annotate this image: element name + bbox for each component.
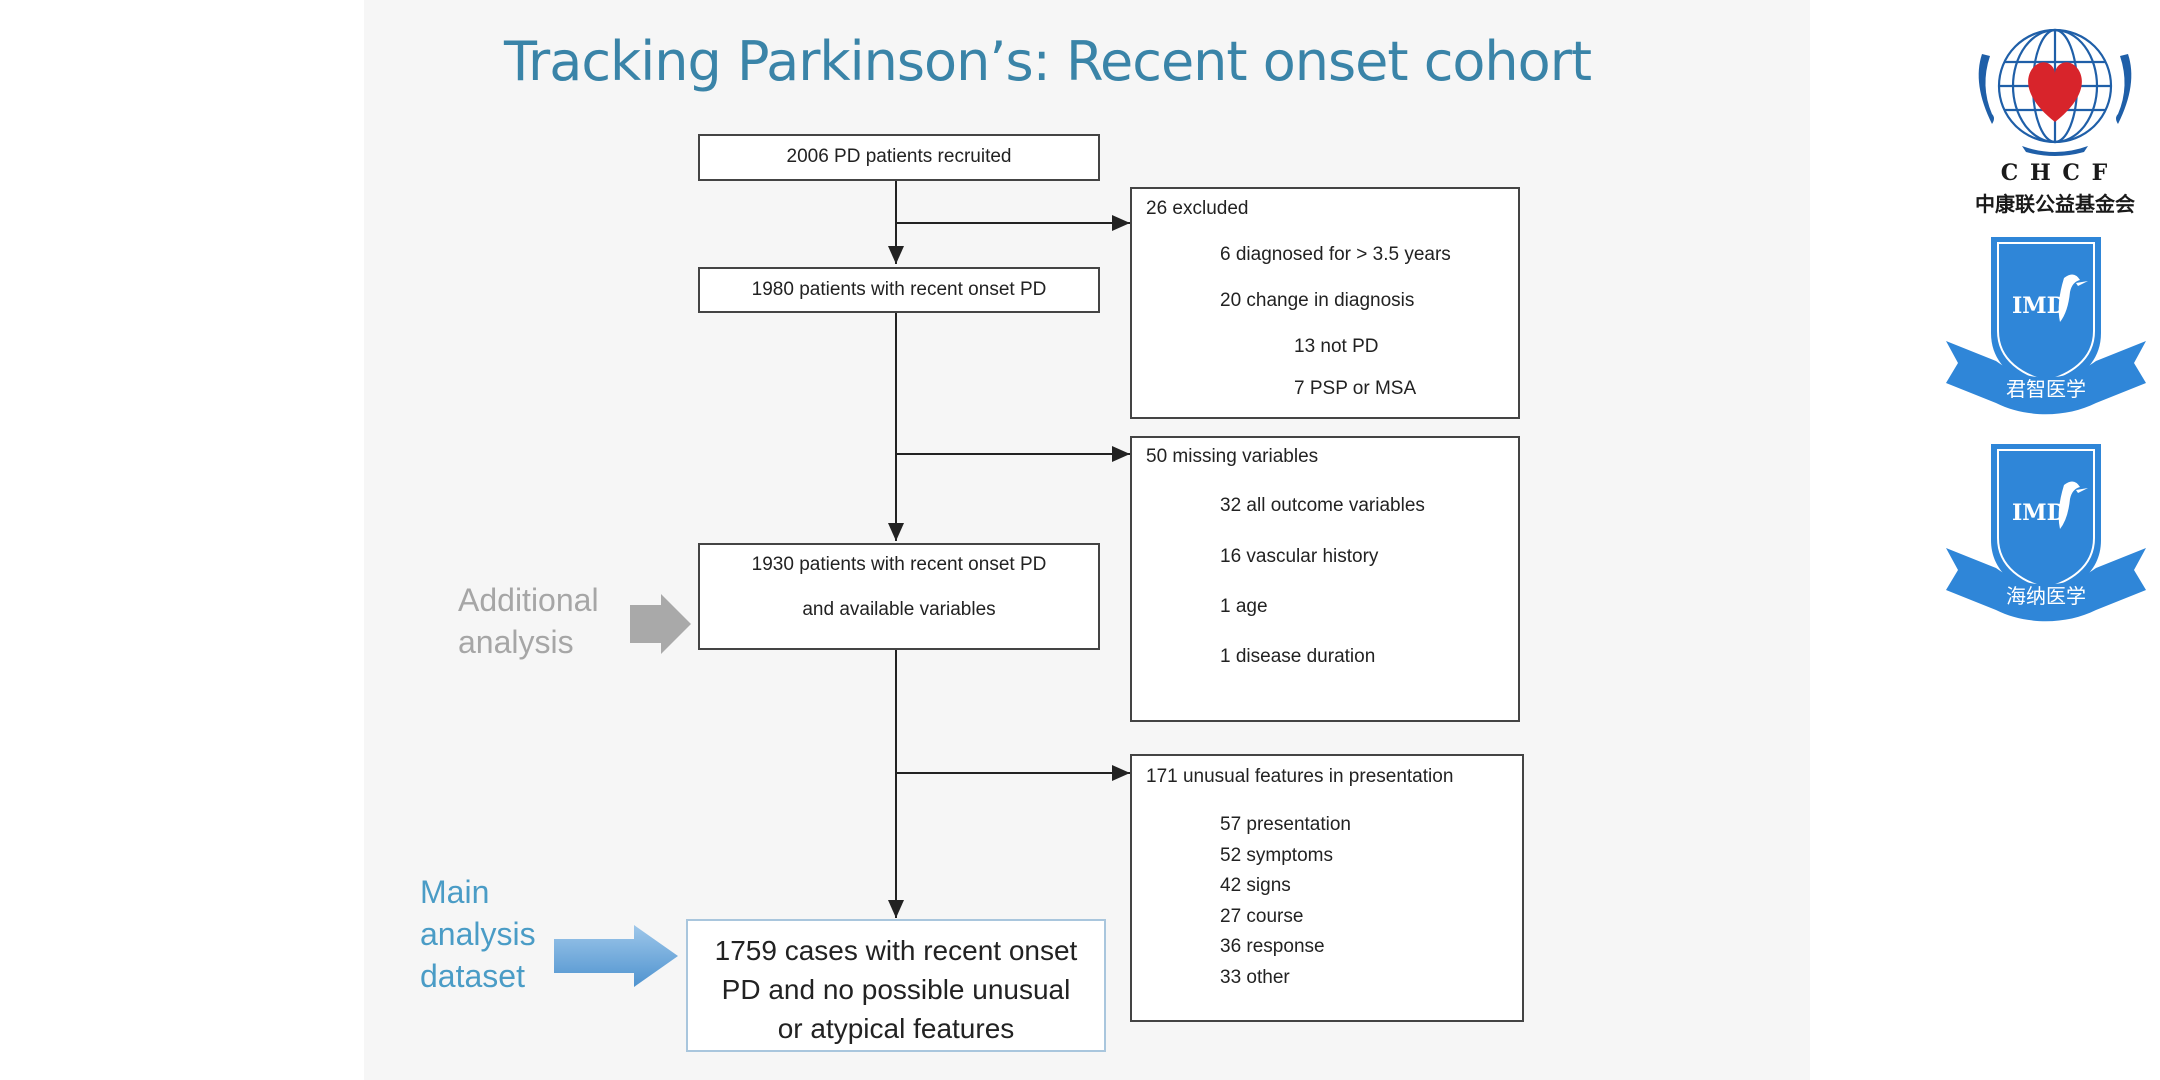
recruited-label: 2006 PD patients recruited bbox=[786, 146, 1012, 167]
main-dataset-box: 1759 cases with recent onset PD and no p… bbox=[686, 919, 1106, 1052]
missing-item: 16 vascular history bbox=[1220, 546, 1379, 567]
imd-label: IMD bbox=[2012, 500, 2066, 526]
unusual-item: 36 response bbox=[1220, 936, 1325, 957]
unusual-item: 27 course bbox=[1220, 906, 1304, 927]
available-variables-box: 1930 patients with recent onset PD and a… bbox=[698, 543, 1100, 650]
main-analysis-note: Main analysis dataset bbox=[420, 871, 536, 997]
chcf-globe-logo bbox=[1978, 28, 2132, 156]
imd-label: IMD bbox=[2012, 293, 2066, 319]
imd-badge-2: IMD 海纳医学 bbox=[1946, 440, 2146, 630]
imd-shield-icon bbox=[1946, 444, 2146, 622]
final-line1: 1759 cases with recent onset bbox=[714, 935, 1078, 966]
slide: Tracking Parkinson’s: Recent onset cohor… bbox=[364, 0, 1810, 1080]
unusual-item: 57 presentation bbox=[1220, 814, 1351, 835]
available-line2: and available variables bbox=[802, 599, 996, 620]
missing-item: 1 age bbox=[1220, 596, 1268, 617]
final-line3: or atypical features bbox=[777, 1013, 1015, 1044]
main-line3: dataset bbox=[420, 958, 525, 994]
unusual-item: 33 other bbox=[1220, 967, 1290, 988]
missing-heading: 50 missing variables bbox=[1146, 446, 1319, 467]
excluded-item: 13 not PD bbox=[1294, 336, 1379, 357]
unusual-features-box: 171 unusual features in presentation 57 … bbox=[1130, 754, 1524, 1022]
excluded-item: 7 PSP or MSA bbox=[1294, 378, 1417, 399]
imd-shield-icon bbox=[1946, 237, 2146, 415]
badge-1-text: 君智医学 bbox=[2006, 377, 2086, 401]
imd-badge-1: IMD 君智医学 bbox=[1946, 233, 2146, 423]
excluded-item: 20 change in diagnosis bbox=[1220, 290, 1415, 311]
missing-item: 1 disease duration bbox=[1220, 646, 1376, 667]
additional-analysis-note: Additional analysis bbox=[458, 579, 599, 663]
missing-item: 32 all outcome variables bbox=[1220, 495, 1425, 516]
excluded-box: 26 excluded 6 diagnosed for > 3.5 years … bbox=[1130, 187, 1520, 419]
additional-line1: Additional bbox=[458, 582, 599, 618]
missing-variables-box: 50 missing variables 32 all outcome vari… bbox=[1130, 436, 1520, 722]
excluded-heading: 26 excluded bbox=[1146, 198, 1249, 219]
slide-title: Tracking Parkinson’s: Recent onset cohor… bbox=[504, 30, 1592, 93]
flow-connectors bbox=[554, 181, 1130, 987]
unusual-heading: 171 unusual features in presentation bbox=[1146, 766, 1454, 787]
main-arrow bbox=[554, 925, 678, 987]
additional-arrow bbox=[630, 594, 691, 654]
excluded-item: 6 diagnosed for > 3.5 years bbox=[1220, 244, 1451, 265]
main-line1: Main bbox=[420, 874, 490, 910]
recent-onset-label: 1980 patients with recent onset PD bbox=[751, 279, 1047, 300]
chcf-latin-text: C H C F bbox=[2000, 160, 2110, 186]
unusual-item: 42 signs bbox=[1220, 875, 1291, 896]
main-line2: analysis bbox=[420, 916, 536, 952]
chcf-chinese-text: 中康联公益基金会 bbox=[1975, 192, 2135, 216]
recruited-box: 2006 PD patients recruited bbox=[698, 134, 1100, 181]
badge-2-text: 海纳医学 bbox=[2006, 584, 2086, 608]
unusual-item: 52 symptoms bbox=[1220, 845, 1333, 866]
additional-line2: analysis bbox=[458, 624, 574, 660]
available-line1: 1930 patients with recent onset PD bbox=[751, 554, 1047, 575]
final-line2: PD and no possible unusual bbox=[721, 974, 1071, 1005]
recent-onset-box: 1980 patients with recent onset PD bbox=[698, 267, 1100, 313]
